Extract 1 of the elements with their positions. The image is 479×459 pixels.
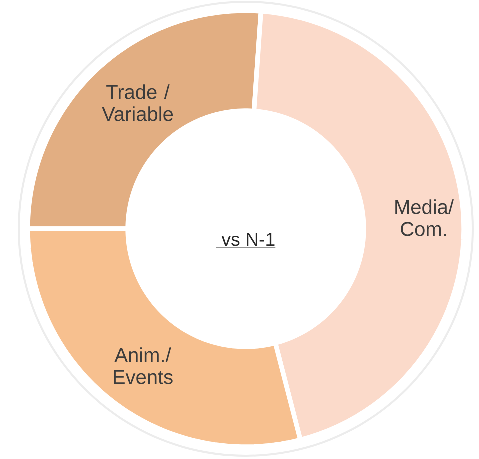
donut-segment: Trade / Variable xyxy=(26,8,264,232)
